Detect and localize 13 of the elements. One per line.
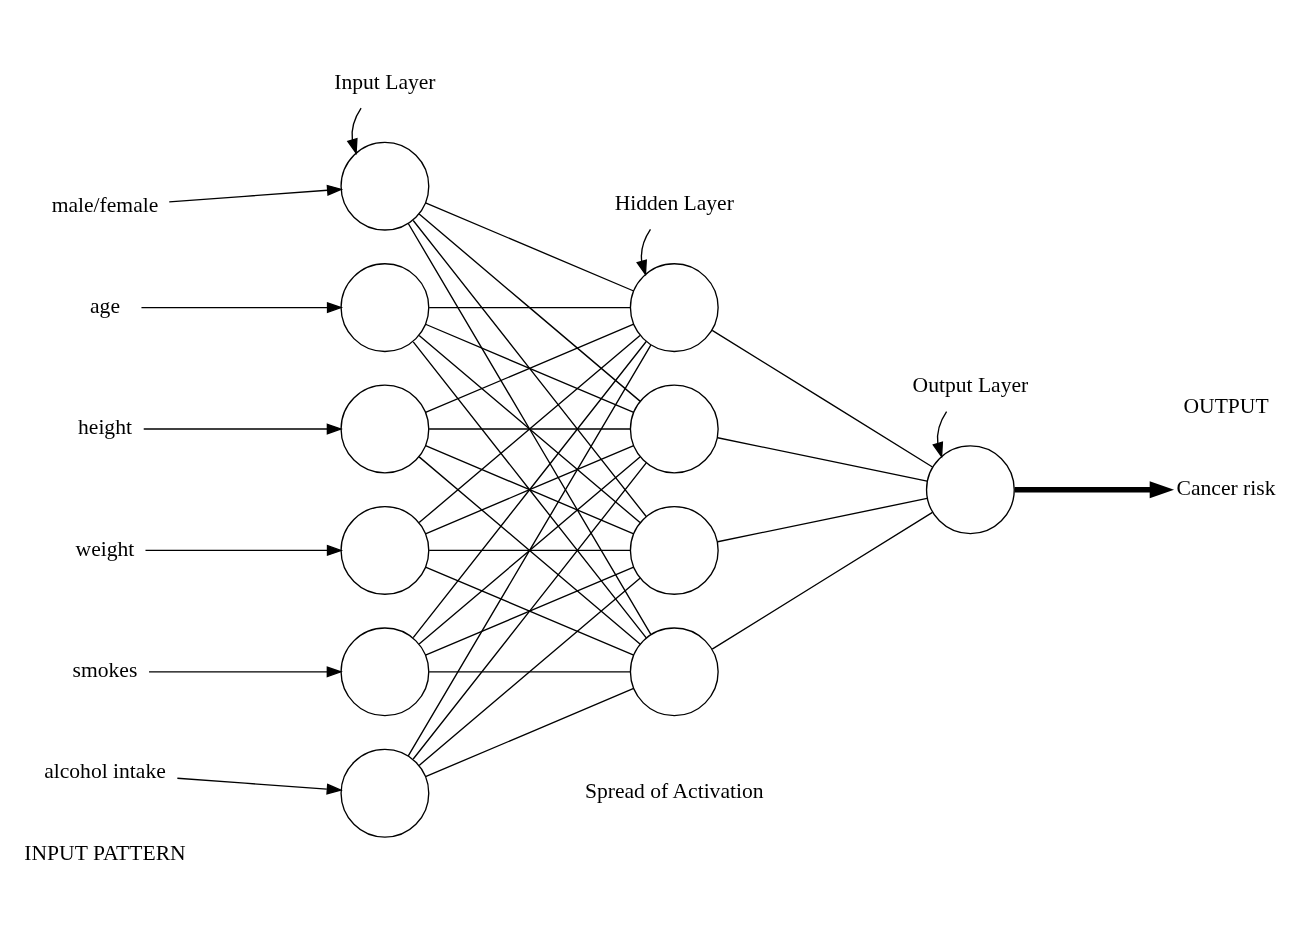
node-text: Cancer risk bbox=[1176, 475, 1276, 500]
node-text: Input Layer bbox=[334, 69, 436, 94]
label: Spread of Activation bbox=[584, 779, 764, 804]
node-text: Output Layer bbox=[912, 373, 1029, 398]
label: INPUT PATTERN bbox=[24, 841, 186, 866]
label: OUTPUT bbox=[1183, 393, 1269, 418]
node-text: alcohol intake bbox=[44, 759, 166, 784]
node-text: age bbox=[90, 293, 120, 318]
node-text: male/female bbox=[51, 192, 159, 217]
node-text: Hidden Layer bbox=[614, 191, 734, 216]
node-text: weight bbox=[75, 536, 135, 561]
node-text: height bbox=[78, 415, 132, 440]
node-text: smokes bbox=[72, 657, 138, 682]
